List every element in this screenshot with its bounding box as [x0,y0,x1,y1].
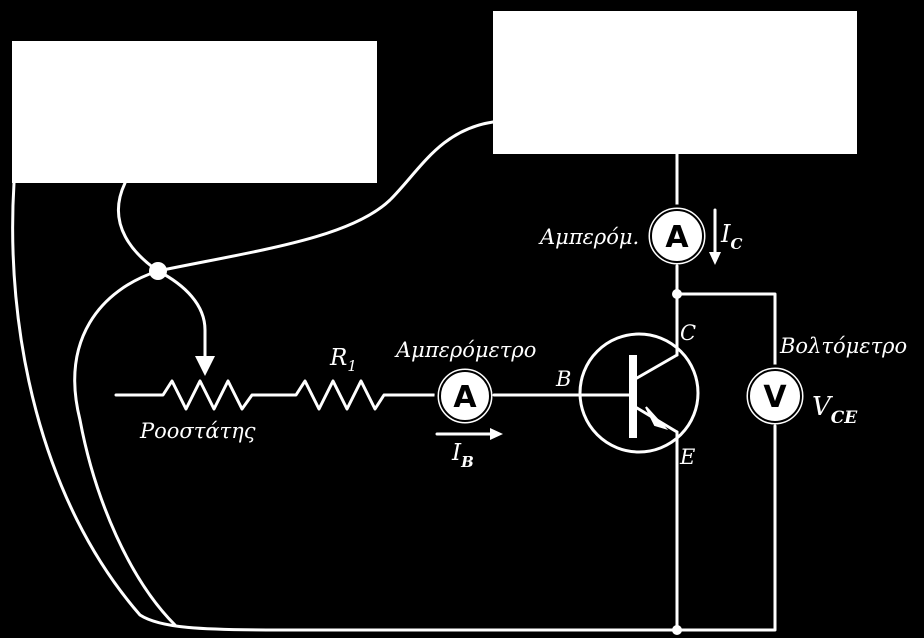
ic-label: IC [720,220,742,253]
power-supply-left [12,41,377,183]
transistor-emitter-arrow [645,406,669,430]
emitter-terminal-label: E [679,445,695,469]
transistor-body [578,332,700,454]
power-supply-right [493,11,857,154]
wire-right-supply-to-node [156,120,495,273]
wire-left-supply-to-node [117,181,160,273]
ammeter-collector-label: Αμπερόμ. [538,225,639,249]
wire-voltmeter-bottom [675,424,777,632]
rheostat-wiper-arrow [195,356,215,376]
ib-label: IB [451,440,474,471]
wire-voltmeter-top [675,292,777,368]
ammeter-base-label: Αμπερόμετρο [394,338,536,362]
wire-node-to-wiper [156,269,207,360]
transistor-collector-leg [635,353,679,380]
base-terminal-label: B [555,367,571,391]
voltmeter-symbol: V [763,380,787,415]
ammeter-collector-symbol: A [665,220,689,255]
wire-node-to-ground [73,269,177,627]
rheostat-resistor [153,379,262,411]
r1-label: R1 [329,345,357,375]
voltmeter-label: Βολτόμετρο [779,334,907,358]
ic-arrow-head [709,252,721,265]
ammeter-base-symbol: A [453,380,477,415]
ib-arrow-head [490,428,503,440]
wire-left-supply-outer [11,181,678,632]
collector-terminal-label: C [680,321,696,345]
rheostat-label: Ροοστάτης [139,419,256,443]
vce-label: VCE [812,392,858,428]
r1-resistor [286,379,394,411]
